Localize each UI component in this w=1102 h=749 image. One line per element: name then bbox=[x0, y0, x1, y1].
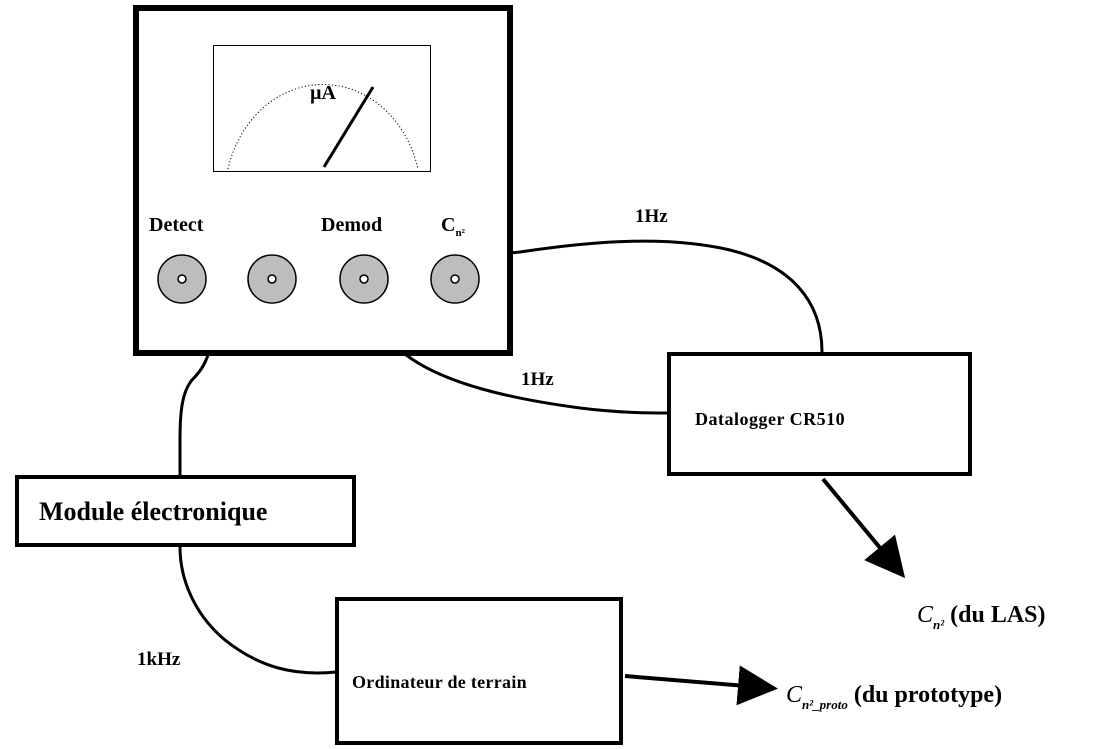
output-proto-symbol: C bbox=[786, 682, 803, 708]
cn2-connector-base: C bbox=[441, 214, 456, 236]
meter-scale-arc bbox=[227, 84, 419, 170]
cable-module-to-ordinateur bbox=[178, 546, 337, 675]
cn2-connector-subscript: n² bbox=[455, 227, 465, 239]
ordinateur-terrain-box: Ordinateur de terrain bbox=[335, 597, 623, 745]
demod-label: Demod bbox=[321, 214, 383, 236]
meter-unit-label: µA bbox=[310, 82, 336, 104]
meter-needle bbox=[322, 86, 375, 168]
output-cn2-proto: Cn²_proto (du prototype) bbox=[786, 682, 1002, 713]
datalogger-label: Datalogger CR510 bbox=[695, 409, 846, 429]
output-proto-text: (du prototype) bbox=[853, 682, 1003, 708]
microammeter-display: µA bbox=[213, 45, 431, 172]
output-las-text: (du LAS) bbox=[950, 602, 1046, 628]
freq-label-demod: 1Hz bbox=[521, 369, 554, 390]
output-las-subscript: n² bbox=[933, 617, 945, 632]
freq-label-module: 1kHz bbox=[137, 649, 181, 670]
datalogger-box: Datalogger CR510 bbox=[667, 352, 972, 476]
cn2-connector-label: Cn² bbox=[441, 214, 465, 239]
freq-label-cn2: 1Hz bbox=[635, 206, 668, 227]
ordinateur-terrain-label: Ordinateur de terrain bbox=[352, 672, 527, 692]
detect-label: Detect bbox=[149, 214, 204, 236]
meter-dial bbox=[227, 84, 419, 170]
arrow-ordinateur-to-cn2-proto bbox=[624, 665, 778, 706]
arrow-datalogger-to-cn2-las bbox=[821, 477, 906, 579]
output-cn2-las: Cn² (du LAS) bbox=[917, 602, 1046, 633]
output-las-symbol: C bbox=[917, 602, 934, 628]
output-proto-subscript: n²_proto bbox=[802, 697, 848, 712]
module-electronique-box: Module électronique bbox=[15, 475, 356, 547]
module-electronique-label: Module électronique bbox=[39, 497, 268, 526]
las-receiver-panel: µA bbox=[133, 5, 513, 356]
